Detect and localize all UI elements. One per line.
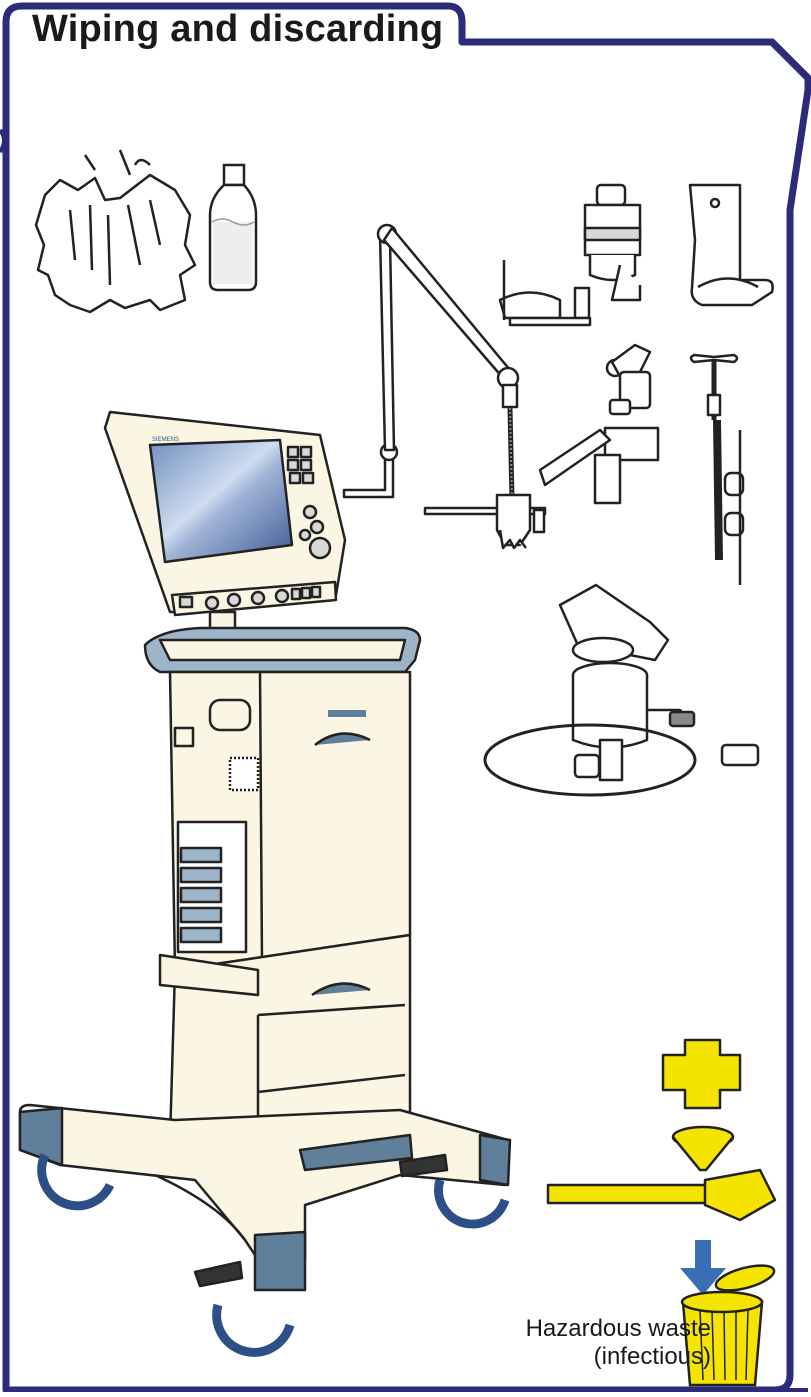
hazardous-waste-line1: Hazardous waste xyxy=(526,1315,711,1343)
device-brand-monitor: SIEMENS xyxy=(152,437,179,443)
hazardous-waste-label: Hazardous waste (infectious) xyxy=(526,1315,711,1371)
hazardous-waste-line2: (infectious) xyxy=(526,1343,711,1371)
page-title: Wiping and discarding xyxy=(32,8,443,51)
